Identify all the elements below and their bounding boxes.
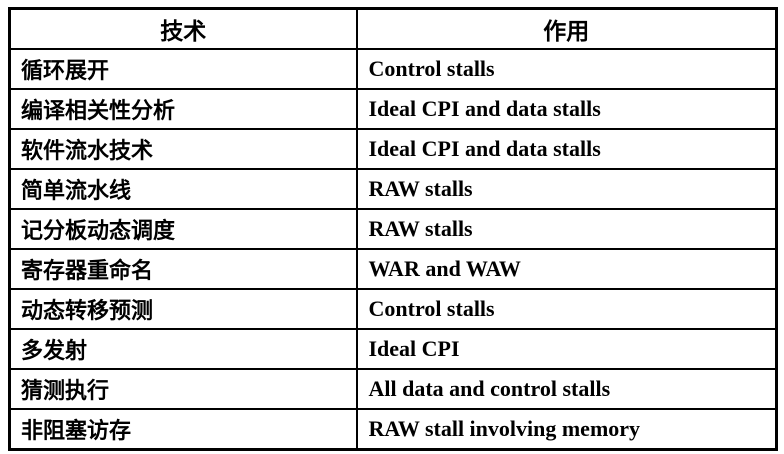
effect-cell: RAW stall involving memory bbox=[355, 408, 778, 451]
column-header-effect: 作用 bbox=[355, 7, 778, 50]
table-row: 非阻塞访存 RAW stall involving memory bbox=[8, 408, 778, 451]
effect-cell: WAR and WAW bbox=[355, 248, 778, 290]
effect-cell: RAW stalls bbox=[355, 208, 778, 250]
effect-cell: Ideal CPI bbox=[355, 328, 778, 370]
effect-cell: Control stalls bbox=[355, 288, 778, 330]
header-row: 技术 作用 bbox=[8, 7, 778, 50]
tech-cell: 猜测执行 bbox=[8, 368, 358, 410]
table-row: 记分板动态调度 RAW stalls bbox=[8, 208, 778, 250]
effect-cell: Control stalls bbox=[355, 48, 778, 90]
effect-cell: Ideal CPI and data stalls bbox=[355, 88, 778, 130]
table-row: 循环展开 Control stalls bbox=[8, 48, 778, 90]
tech-cell: 循环展开 bbox=[8, 48, 358, 90]
effect-cell: Ideal CPI and data stalls bbox=[355, 128, 778, 170]
tech-cell: 软件流水技术 bbox=[8, 128, 358, 170]
table-row: 编译相关性分析 Ideal CPI and data stalls bbox=[8, 88, 778, 130]
effect-cell: RAW stalls bbox=[355, 168, 778, 210]
techniques-table: 技术 作用 循环展开 Control stalls 编译相关性分析 Ideal … bbox=[8, 7, 778, 451]
table-row: 多发射 Ideal CPI bbox=[8, 328, 778, 370]
tech-cell: 记分板动态调度 bbox=[8, 208, 358, 250]
tech-cell: 简单流水线 bbox=[8, 168, 358, 210]
tech-cell: 多发射 bbox=[8, 328, 358, 370]
table-row: 寄存器重命名 WAR and WAW bbox=[8, 248, 778, 290]
table-row: 简单流水线 RAW stalls bbox=[8, 168, 778, 210]
table-row: 动态转移预测 Control stalls bbox=[8, 288, 778, 330]
effect-cell: All data and control stalls bbox=[355, 368, 778, 410]
tech-cell: 编译相关性分析 bbox=[8, 88, 358, 130]
tech-cell: 寄存器重命名 bbox=[8, 248, 358, 290]
tech-cell: 动态转移预测 bbox=[8, 288, 358, 330]
column-header-tech: 技术 bbox=[8, 7, 358, 50]
table-row: 猜测执行 All data and control stalls bbox=[8, 368, 778, 410]
tech-cell: 非阻塞访存 bbox=[8, 408, 358, 451]
table-row: 软件流水技术 Ideal CPI and data stalls bbox=[8, 128, 778, 170]
